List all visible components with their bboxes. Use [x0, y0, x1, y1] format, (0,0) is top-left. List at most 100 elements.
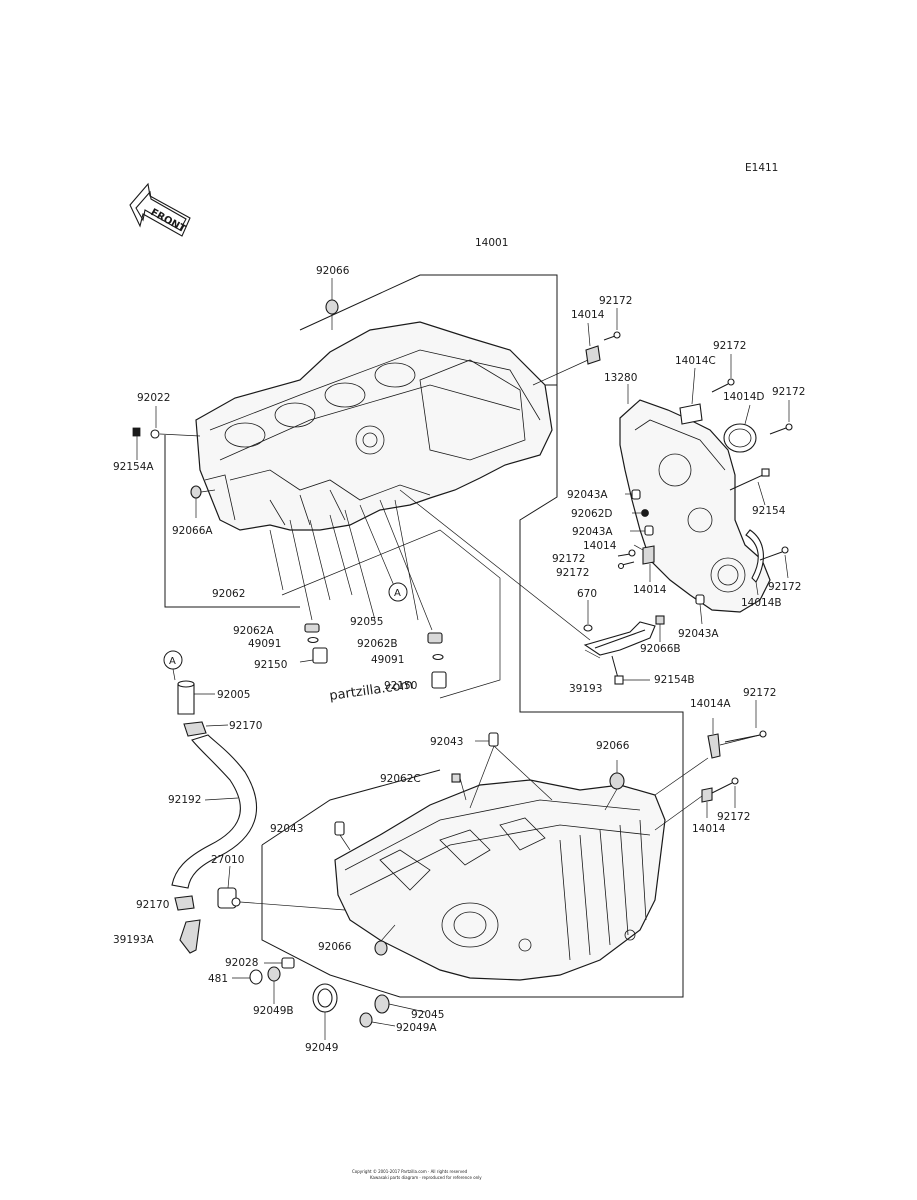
- copyright-line-1: Copyright © 2001-2017 Partzilla.com · Al…: [352, 1169, 468, 1174]
- label-92028: 92028: [225, 957, 258, 969]
- part-labels: 14001 92066 92022 92154A 92066A 92062 92…: [113, 237, 805, 1054]
- label-92062c: 92062C: [380, 773, 421, 785]
- label-92154b: 92154B: [654, 674, 695, 686]
- dowel-92043A-b: [630, 525, 654, 536]
- label-670: 670: [577, 588, 597, 600]
- dowel-92066A: [190, 485, 216, 518]
- copyright-line-2: Kawasaki parts diagram · reproduced for …: [370, 1175, 482, 1180]
- label-92062a: 92062A: [233, 625, 274, 637]
- label-92154a: 92154A: [113, 461, 154, 473]
- label-92043a-b: 92043A: [572, 526, 613, 538]
- bolt-92172-g: [617, 561, 635, 570]
- label-92170-lower: 92170: [136, 899, 169, 911]
- bolt-92154: [729, 468, 770, 506]
- lower-crankcase: [334, 779, 666, 981]
- dowel-92043-b: [334, 821, 351, 851]
- breather-pipe-92005: [177, 680, 215, 715]
- ref-marker-a-upper: A: [388, 582, 408, 602]
- watermark: partzilla.com: [328, 677, 413, 704]
- oil-seal-92049: [312, 983, 338, 1040]
- figure-code: E1411: [745, 162, 778, 174]
- label-92043a-c: 92043A: [678, 628, 719, 640]
- dowel-92043-a: [469, 732, 553, 809]
- fitting-39193A: [179, 919, 201, 954]
- label-92154: 92154: [752, 505, 786, 517]
- dowel-pin-92066-top: [325, 278, 339, 330]
- label-49091-right: 49091: [371, 654, 404, 666]
- dowel-92066-right: [604, 760, 625, 811]
- label-92172-h: 92172: [768, 581, 801, 593]
- bolt-92172-right-b: [711, 777, 739, 808]
- bolt-92172-d: [711, 354, 735, 393]
- breather-cover-13280: [619, 384, 771, 613]
- label-14014b: 14014B: [741, 597, 782, 609]
- label-92150-left: 92150: [254, 659, 287, 671]
- label-92049: 92049: [305, 1042, 338, 1054]
- bolt-92172-e: [769, 400, 793, 435]
- clamp-92170-upper: [183, 721, 229, 737]
- gasket-14014A: [654, 718, 761, 796]
- label-14014d: 14014D: [723, 391, 765, 403]
- label-14014-bottom: 14014: [692, 823, 726, 835]
- label-92062: 92062: [212, 588, 245, 600]
- label-14001: 14001: [475, 237, 508, 249]
- label-92172-c: 92172: [599, 295, 632, 307]
- gasket-14014D: [723, 404, 757, 453]
- label-92170-upper: 92170: [229, 720, 262, 732]
- label-92043a-a: 92043A: [567, 489, 608, 501]
- gasket-14014-top: [532, 322, 601, 386]
- bolt-92172-c: [603, 308, 621, 341]
- label-92150-right: 92150: [384, 680, 417, 692]
- clamp-92170-lower: [174, 895, 195, 911]
- svg-text:A: A: [394, 588, 401, 599]
- label-14014c: 14014C: [675, 355, 716, 367]
- assembly-bracket-lines: [164, 274, 684, 998]
- nipple-92028: [264, 957, 295, 969]
- label-14014-top: 14014: [571, 309, 605, 321]
- label-92066-bottom: 92066: [318, 941, 352, 953]
- oil-jet-left: [299, 623, 328, 664]
- label-92022: 92022: [137, 392, 170, 404]
- label-92043-b: 92043: [270, 823, 303, 835]
- label-92062b: 92062B: [357, 638, 398, 650]
- gasket-14014B: [745, 529, 764, 596]
- bolt-92172-right-a: [724, 700, 767, 743]
- label-14014-mid: 14014: [583, 540, 617, 552]
- dowel-92066-bottom: [374, 924, 396, 956]
- label-39193a: 39193A: [113, 934, 154, 946]
- label-14014a: 14014A: [690, 698, 731, 710]
- bolt-92154B: [611, 655, 650, 685]
- label-49091-left: 49091: [248, 638, 281, 650]
- label-92066b: 92066B: [640, 643, 681, 655]
- label-92192: 92192: [168, 794, 201, 806]
- washer-92066B: [655, 615, 665, 642]
- seal-92049B: [267, 966, 281, 1004]
- label-92172-e: 92172: [772, 386, 805, 398]
- label-92172-b: 92172: [717, 811, 750, 823]
- label-92172-d: 92172: [713, 340, 746, 352]
- label-92055: 92055: [350, 616, 383, 628]
- label-92062d: 92062D: [571, 508, 613, 520]
- label-481: 481: [208, 973, 228, 985]
- gasket-14014C: [679, 367, 703, 425]
- bearing-92045: [374, 994, 426, 1014]
- label-92049b: 92049B: [253, 1005, 294, 1017]
- label-14014-mid2: 14014: [633, 584, 667, 596]
- label-92043-a: 92043: [430, 736, 463, 748]
- oil-pipe-39193: [399, 489, 656, 659]
- switch-27010: [217, 865, 346, 911]
- oring-670: [583, 600, 593, 632]
- dowel-92043A-c: [695, 594, 705, 625]
- gasket-14014-mid: [633, 544, 655, 582]
- dowel-92043A-a: [625, 489, 641, 500]
- label-92066-right: 92066: [596, 740, 630, 752]
- oil-jet-right: [427, 632, 447, 689]
- front-arrow-icon: FRONT: [129, 182, 191, 237]
- label-92005: 92005: [217, 689, 250, 701]
- upper-crankcase: [195, 321, 553, 531]
- label-92066-top: 92066: [316, 265, 350, 277]
- bolt-92154A: [132, 427, 141, 460]
- label-92172-a: 92172: [743, 687, 776, 699]
- label-92172-f: 92172: [552, 553, 585, 565]
